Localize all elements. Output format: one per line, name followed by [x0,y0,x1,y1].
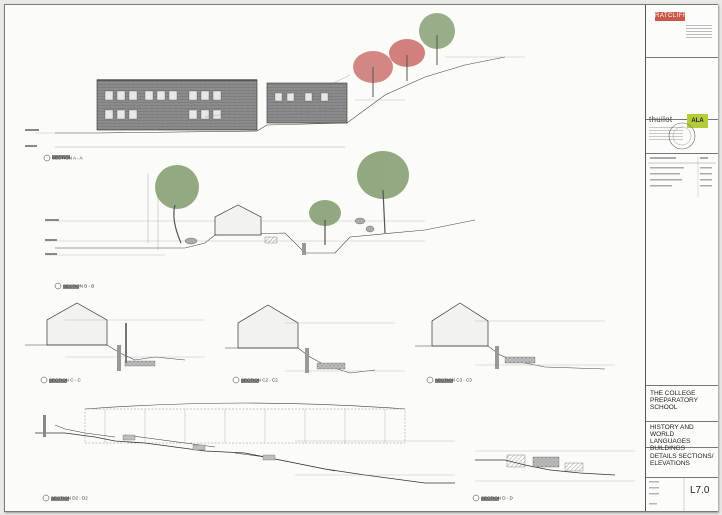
consultant-panel: thuilot ALA [646,57,718,141]
ala-badge: ALA [687,114,708,128]
seal-panel [646,119,718,154]
sheet-title: DETAILS SECTIONS/ ELEVATIONS [650,453,714,467]
section-label-d2-d2: SECTION D2 - D2 [51,496,88,501]
project-subtitle: HISTORY AND WORLD LANGUAGES BUILDINGS [650,424,694,452]
firm-address-lines [686,25,712,39]
section-label-c-c: SECTION C - C [49,378,82,383]
project-name-panel: THE COLLEGE PREPARATORY SCHOOL [646,385,718,422]
title-block: RATCLIFF thuilot ALA [645,5,718,511]
section-labels: SECTION A - A SECTION B - B SECTION C - … [40,154,514,502]
section-label-d-d: SECTION D - D [481,496,514,501]
section-d2-d2-drawing [35,402,455,501]
sheet-info-lines [649,477,685,511]
issue-schedule-table [648,157,716,197]
sheet-number-panel: L7.0 [646,477,718,511]
section-c-drawings [25,302,615,383]
consultant-name: thuilot [649,115,673,124]
section-label-b-b: SECTION B - B [63,284,94,289]
section-d-d-drawing [475,450,635,501]
section-label-c3-c3: SECTION C3 - C3 [435,378,472,383]
issue-schedule-panel [646,153,718,386]
drawing-area: SECTION A - A SECTION B - B SECTION C - … [25,13,635,502]
ratcliff-logo: RATCLIFF [655,12,688,21]
section-a-a-drawing [25,13,525,159]
section-label-c2-c2: SECTION C2 - C2 [241,378,278,383]
drawing-sheet: SECTION A - A SECTION B - B SECTION C - … [4,4,718,512]
sheet-number: L7.0 [690,485,710,496]
sheet-title-panel: DETAILS SECTIONS/ ELEVATIONS [646,447,718,478]
architect-panel: RATCLIFF [646,5,718,58]
license-stamp-icon [668,122,696,150]
project-subtitle-panel: HISTORY AND WORLD LANGUAGES BUILDINGS [646,421,718,452]
project-name: THE COLLEGE PREPARATORY SCHOOL [650,390,698,411]
section-b-b-drawing [45,151,476,289]
section-label-a-a: SECTION A - A [52,156,83,161]
consultant-address-lines [649,127,683,141]
